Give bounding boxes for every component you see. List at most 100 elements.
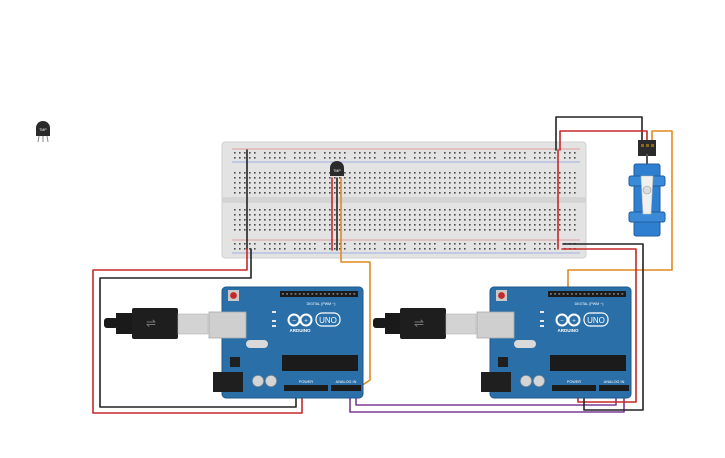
breadboard-hole: [339, 219, 341, 221]
breadboard-hole: [254, 214, 256, 216]
breadboard-hole: [239, 248, 241, 250]
breadboard-hole: [469, 219, 471, 221]
breadboard-hole: [384, 182, 386, 184]
breadboard-hole: [564, 192, 566, 194]
breadboard-hole: [439, 209, 441, 211]
tmp-sensor-palette-item[interactable]: TMP: [36, 121, 50, 143]
arduino-uno-right[interactable]: DIGITAL (PWM ~) − + ARDUINO UNO POWER AN…: [476, 286, 632, 399]
breadboard-hole: [299, 172, 301, 174]
wire-red-right-power[interactable]: [561, 248, 637, 403]
reset-button[interactable]: [230, 292, 237, 299]
breadboard-hole: [479, 172, 481, 174]
breadboard-hole: [264, 248, 266, 250]
breadboard-hole: [439, 214, 441, 216]
breadboard-hole: [389, 214, 391, 216]
breadboard-hole: [419, 248, 421, 250]
power-header: [284, 385, 328, 391]
breadboard-hole: [454, 157, 456, 159]
breadboard-hole: [549, 157, 551, 159]
breadboard-hole: [244, 152, 246, 154]
breadboard-hole: [549, 229, 551, 231]
breadboard-hole: [379, 182, 381, 184]
wire-orange-sensor-signal[interactable]: [340, 177, 371, 393]
breadboard-hole: [454, 152, 456, 154]
breadboard-hole: [499, 177, 501, 179]
breadboard-hole: [569, 157, 571, 159]
breadboard-hole: [299, 192, 301, 194]
breadboard-hole: [474, 157, 476, 159]
breadboard-hole: [369, 152, 371, 154]
wire-orange-servo-signal[interactable]: [567, 130, 673, 291]
breadboard-hole: [249, 224, 251, 226]
usb-cable-left[interactable]: ⇌: [104, 308, 209, 339]
breadboard-hole: [559, 224, 561, 226]
breadboard-hole: [524, 243, 526, 245]
breadboard-hole: [474, 177, 476, 179]
breadboard-hole: [394, 192, 396, 194]
breadboard-hole: [489, 157, 491, 159]
wire-purple-link-a[interactable]: [349, 391, 625, 413]
tmp-sensor[interactable]: TMP: [330, 161, 344, 176]
usb-cable-right[interactable]: ⇌: [373, 308, 477, 339]
wire-black-servo-gnd[interactable]: [555, 116, 643, 151]
breadboard-hole: [264, 172, 266, 174]
breadboard-hole: [314, 177, 316, 179]
breadboard-hole: [269, 177, 271, 179]
breadboard-hole: [554, 182, 556, 184]
wire-black-left-gnd[interactable]: [99, 248, 297, 408]
svg-text:−: −: [292, 319, 296, 325]
breadboard-hole: [269, 152, 271, 154]
header-pin: [604, 293, 607, 295]
servo-horn[interactable]: [640, 175, 654, 215]
breadboard-hole: [354, 172, 356, 174]
breadboard-hole: [384, 157, 386, 159]
breadboard-hole: [524, 229, 526, 231]
breadboard-hole: [414, 192, 416, 194]
breadboard-hole: [239, 243, 241, 245]
breadboard-hole: [399, 187, 401, 189]
breadboard-hole: [369, 157, 371, 159]
header-pin: [286, 293, 288, 295]
breadboard-hole: [429, 192, 431, 194]
breadboard-hole: [419, 177, 421, 179]
breadboard-hole: [254, 243, 256, 245]
arduino-uno-left[interactable]: DIGITAL (PWM ~) − + ARDUINO UNO POWER AN…: [208, 286, 364, 399]
breadboard-hole: [494, 219, 496, 221]
breadboard-hole: [514, 192, 516, 194]
breadboard-hole: [294, 248, 296, 250]
breadboard-hole: [464, 157, 466, 159]
breadboard-hole: [389, 243, 391, 245]
breadboard-hole: [449, 214, 451, 216]
wire-red-servo-power[interactable]: [559, 130, 648, 151]
breadboard-hole: [319, 219, 321, 221]
wire-black-right-gnd[interactable]: [562, 243, 644, 411]
breadboard-hole: [429, 182, 431, 184]
wires[interactable]: [92, 116, 673, 414]
breadboard-hole: [284, 229, 286, 231]
breadboard-hole: [419, 243, 421, 245]
breadboard-hole: [274, 177, 276, 179]
breadboard-hole: [469, 182, 471, 184]
breadboard[interactable]: [221, 141, 587, 259]
servo-pin: [646, 144, 649, 147]
breadboard-hole: [494, 182, 496, 184]
wire-red-left-power[interactable]: [92, 248, 303, 414]
breadboard-hole: [509, 152, 511, 154]
breadboard-hole: [279, 177, 281, 179]
breadboard-hole: [549, 152, 551, 154]
breadboard-hole: [379, 219, 381, 221]
breadboard-hole: [384, 229, 386, 231]
usb-plug-metal: [445, 313, 477, 335]
breadboard-hole: [574, 157, 576, 159]
breadboard-hole: [574, 224, 576, 226]
breadboard-hole: [469, 172, 471, 174]
breadboard-hole: [274, 182, 276, 184]
reset-button[interactable]: [498, 292, 505, 299]
breadboard-hole: [489, 152, 491, 154]
breadboard-hole: [449, 182, 451, 184]
breadboard-hole: [484, 214, 486, 216]
servo-motor[interactable]: [628, 140, 666, 237]
breadboard-hole: [294, 229, 296, 231]
